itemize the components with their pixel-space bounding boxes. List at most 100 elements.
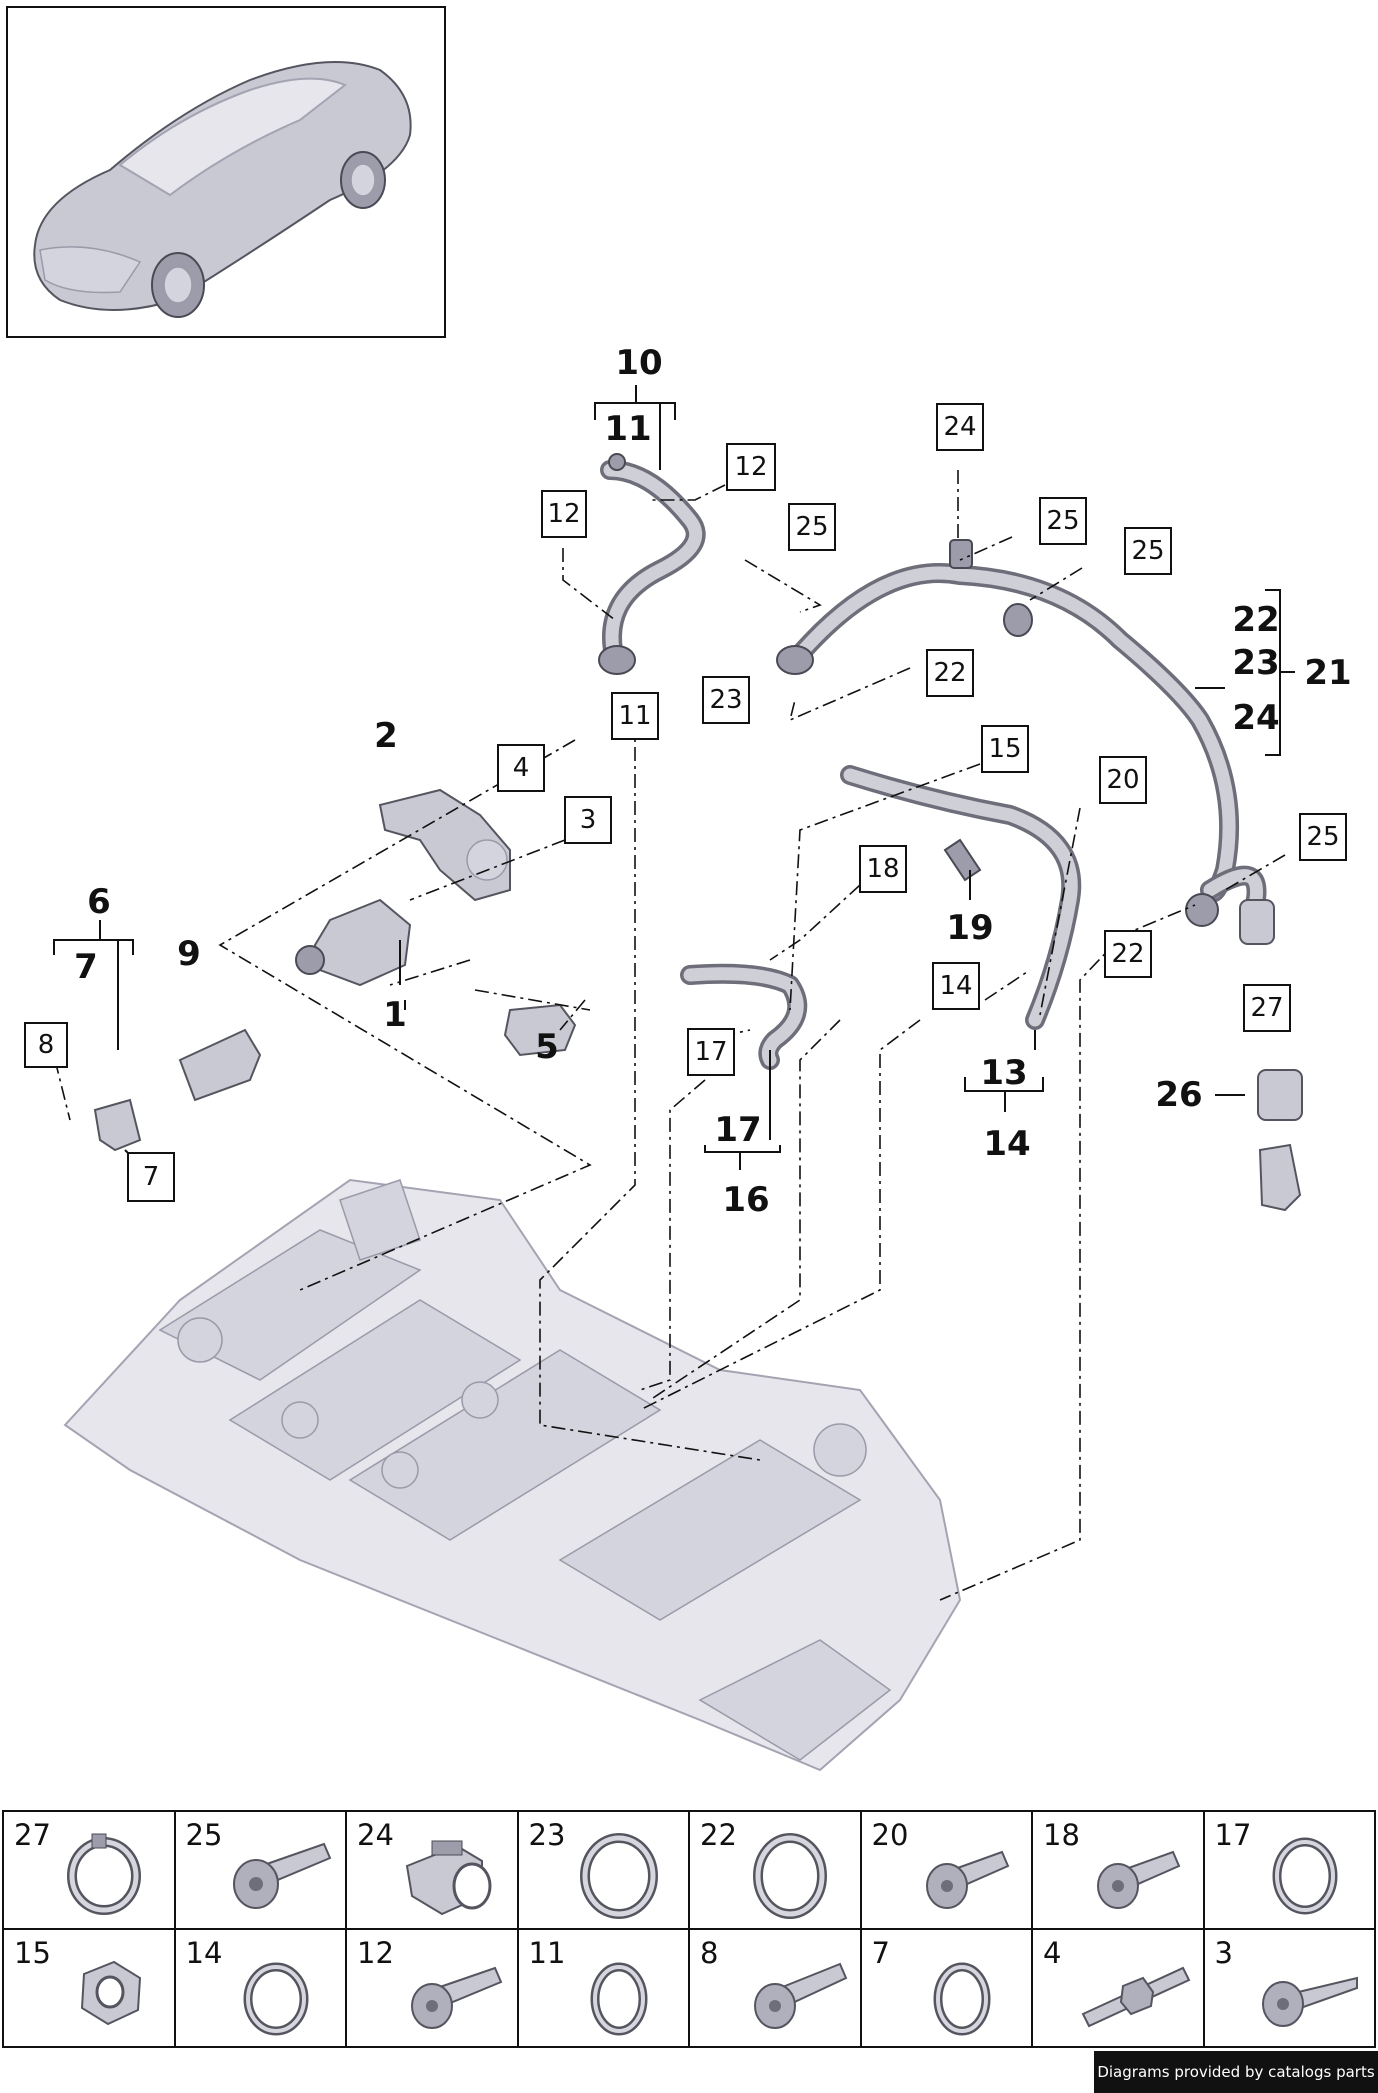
svg-text:7: 7 [143, 1162, 160, 1192]
callout-12-a: 12 [541, 490, 587, 538]
part-number: 7 [871, 1936, 890, 1970]
o-ring-icon [753, 1833, 827, 1919]
label-2: 2 [374, 716, 398, 756]
label-6: 6 [87, 882, 111, 922]
label-17: 17 [714, 1110, 761, 1150]
svg-text:8: 8 [38, 1030, 55, 1060]
label-21: 21 [1304, 653, 1351, 693]
part-number: 24 [357, 1818, 394, 1852]
vehicle-thumbnail-frame [6, 6, 446, 338]
callout-18: 18 [859, 845, 907, 893]
callout-25-a: 25 [788, 503, 836, 551]
svg-text:18: 18 [866, 854, 899, 884]
svg-text:25: 25 [1306, 822, 1339, 852]
label-1: 1 [383, 995, 407, 1035]
callout-15: 15 [981, 725, 1029, 773]
callout-12-b: 12 [726, 443, 776, 491]
bolt-icon [411, 1966, 503, 2029]
part-number: 12 [357, 1936, 394, 1970]
part-number: 14 [185, 1936, 223, 1970]
label-13: 13 [980, 1053, 1027, 1093]
footer-credit: Diagrams provided by catalogs parts [1094, 2051, 1378, 2093]
callout-25-b: 25 [1039, 497, 1087, 545]
callout-25-d: 25 [1299, 813, 1347, 861]
hex-nut-icon [80, 1960, 142, 2026]
svg-text:14: 14 [939, 971, 972, 1001]
callout-22-a: 22 [926, 649, 974, 697]
part-cell: 23 [516, 1810, 690, 1930]
svg-text:22: 22 [933, 658, 966, 688]
part-number: 8 [700, 1936, 719, 1970]
part-number: 23 [528, 1818, 566, 1852]
svg-text:3: 3 [580, 805, 597, 835]
svg-text:25: 25 [1046, 506, 1079, 536]
part-cell: 4 [1031, 1928, 1205, 2048]
part-cell: 24 [345, 1810, 519, 1930]
pipe-clip-icon [405, 1840, 492, 1916]
svg-text:25: 25 [1131, 536, 1164, 566]
part-cell: 14 [173, 1928, 347, 2048]
o-ring-icon [579, 1833, 658, 1919]
part-cell: 7 [859, 1928, 1033, 2048]
bracket-groups [53, 385, 1295, 1170]
coolant-pipes [600, 460, 1267, 1070]
label-9: 9 [177, 934, 201, 974]
screw-icon [1261, 1976, 1358, 2027]
label-7: 7 [74, 947, 98, 987]
part-cell: 25 [173, 1810, 347, 1930]
svg-text:4: 4 [513, 753, 530, 783]
callout-24: 24 [936, 403, 984, 451]
svg-text:24: 24 [943, 412, 976, 442]
part-number: 3 [1214, 1936, 1233, 1970]
part-cell: 11 [516, 1928, 690, 2048]
bolt-icon [1097, 1850, 1181, 1909]
part-number: 18 [1043, 1818, 1080, 1852]
callout-27: 27 [1243, 984, 1291, 1032]
car-illustration [33, 61, 412, 318]
callout-20: 20 [1099, 756, 1147, 804]
part-number: 11 [528, 1936, 566, 1970]
part-number: 4 [1043, 1936, 1062, 1970]
part-cell: 15 [2, 1928, 176, 2048]
o-ring-icon [590, 1962, 647, 2036]
part-number: 20 [871, 1818, 909, 1852]
leader-lines [54, 470, 1286, 1601]
part-number: 15 [14, 1936, 51, 1970]
svg-text:12: 12 [734, 452, 767, 482]
callout-14: 14 [932, 962, 980, 1010]
label-11: 11 [604, 409, 651, 449]
part-cell: 8 [688, 1928, 862, 2048]
callout-8: 8 [24, 1022, 68, 1068]
hose-clamp-icon [67, 1833, 141, 1915]
svg-text:17: 17 [694, 1037, 727, 1067]
label-14: 14 [983, 1124, 1030, 1164]
callout-23: 23 [702, 676, 750, 724]
table-row: 27 25 24 23 22 20 18 17 [2, 1810, 1376, 1930]
callout-4: 4 [497, 744, 545, 792]
svg-text:20: 20 [1106, 765, 1139, 795]
svg-text:12: 12 [547, 499, 580, 529]
parts-legend-table: 27 25 24 23 22 20 18 17 15 14 12 11 8 7 [2, 1810, 1376, 2048]
component-parts [93, 453, 1303, 1212]
callout-25-c: 25 [1124, 527, 1172, 575]
svg-text:11: 11 [618, 701, 651, 731]
svg-text:22: 22 [1111, 939, 1144, 969]
part-cell: 27 [2, 1810, 176, 1930]
label-24: 24 [1232, 698, 1279, 738]
svg-text:25: 25 [795, 512, 828, 542]
svg-text:15: 15 [988, 734, 1021, 764]
callout-22-b: 22 [1104, 930, 1152, 978]
bolt-icon [754, 1962, 848, 2029]
label-26: 26 [1155, 1075, 1202, 1115]
engine-block-illustration [63, 1178, 962, 1772]
svg-text:23: 23 [709, 685, 742, 715]
part-cell: 3 [1202, 1928, 1376, 2048]
o-ring-icon [933, 1962, 990, 2036]
label-10: 10 [615, 343, 662, 383]
label-16: 16 [722, 1180, 769, 1220]
callout-7: 7 [127, 1152, 175, 1202]
bold-labels: 10 11 2 6 7 9 1 5 19 22 23 24 21 13 14 2… [74, 343, 1352, 1220]
callout-17: 17 [687, 1028, 735, 1076]
bolt-icon [232, 1842, 331, 1909]
